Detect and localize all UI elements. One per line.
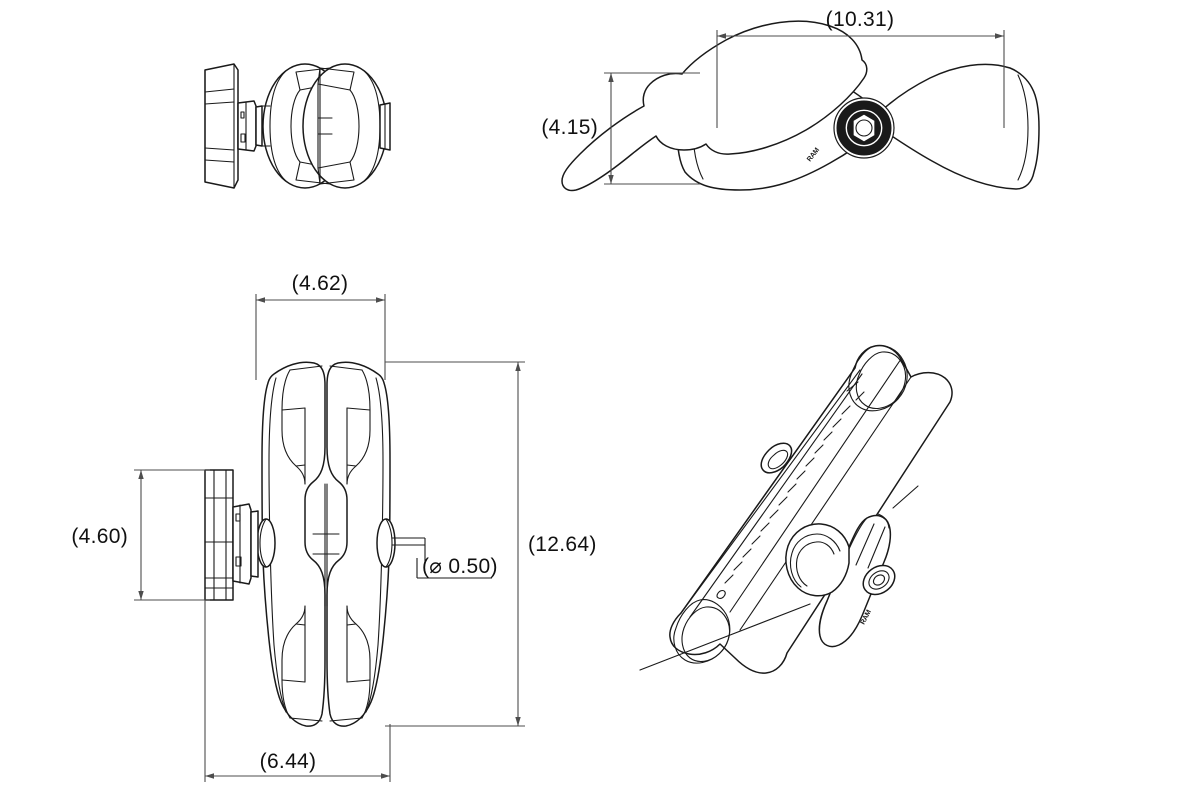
- knob-front-view: [204, 469, 259, 601]
- dim-text-6-44: (6.44): [260, 750, 317, 773]
- dim-text-4-15: (4.15): [541, 116, 598, 139]
- dim-text-12-64: (12.64): [528, 533, 597, 556]
- dim-text-10-31: (10.31): [826, 8, 895, 31]
- iso-knob-lever: RAM: [639, 485, 919, 671]
- dimension-height-side: (4.15): [541, 72, 700, 185]
- dim-text-4-60: (4.60): [71, 525, 128, 548]
- view-isometric: RAM: [639, 344, 953, 674]
- arm-half-right: [326, 361, 391, 727]
- dimension-width-front-upper: (4.62): [255, 272, 386, 380]
- socket-cup-right: [302, 63, 388, 189]
- knob-shaft-end-view: [237, 100, 263, 152]
- iso-arm-ribs: [724, 381, 865, 584]
- knob-lever-side: [561, 20, 868, 192]
- knob-disc-end-view: [204, 63, 239, 189]
- arm-center-slot: [312, 483, 340, 607]
- view-front-double-socket-arm: [204, 361, 396, 727]
- hex-nut-assembly-side: [833, 97, 895, 159]
- dim-text-dia-0-50: (⌀ 0.50): [422, 555, 498, 578]
- socket-right-boss: [379, 102, 391, 151]
- pivot-boss-left: [256, 518, 276, 568]
- socket-center-bridge: [317, 117, 333, 135]
- dimension-length-front: (12.64): [385, 361, 597, 727]
- view-end-socket-cups: [204, 63, 391, 189]
- dimension-width-front-lower: (6.44): [204, 600, 391, 782]
- iso-arm-body: [669, 344, 953, 674]
- dimension-knob-height: (4.60): [71, 469, 210, 601]
- dimension-hole-diameter: (⌀ 0.50): [392, 537, 498, 579]
- pivot-boss-right: [376, 518, 396, 568]
- dimension-len-overall-side: (10.31): [716, 8, 1005, 128]
- view-side-arm: RAM: [561, 20, 1040, 192]
- dim-text-4-62: (4.62): [292, 272, 349, 295]
